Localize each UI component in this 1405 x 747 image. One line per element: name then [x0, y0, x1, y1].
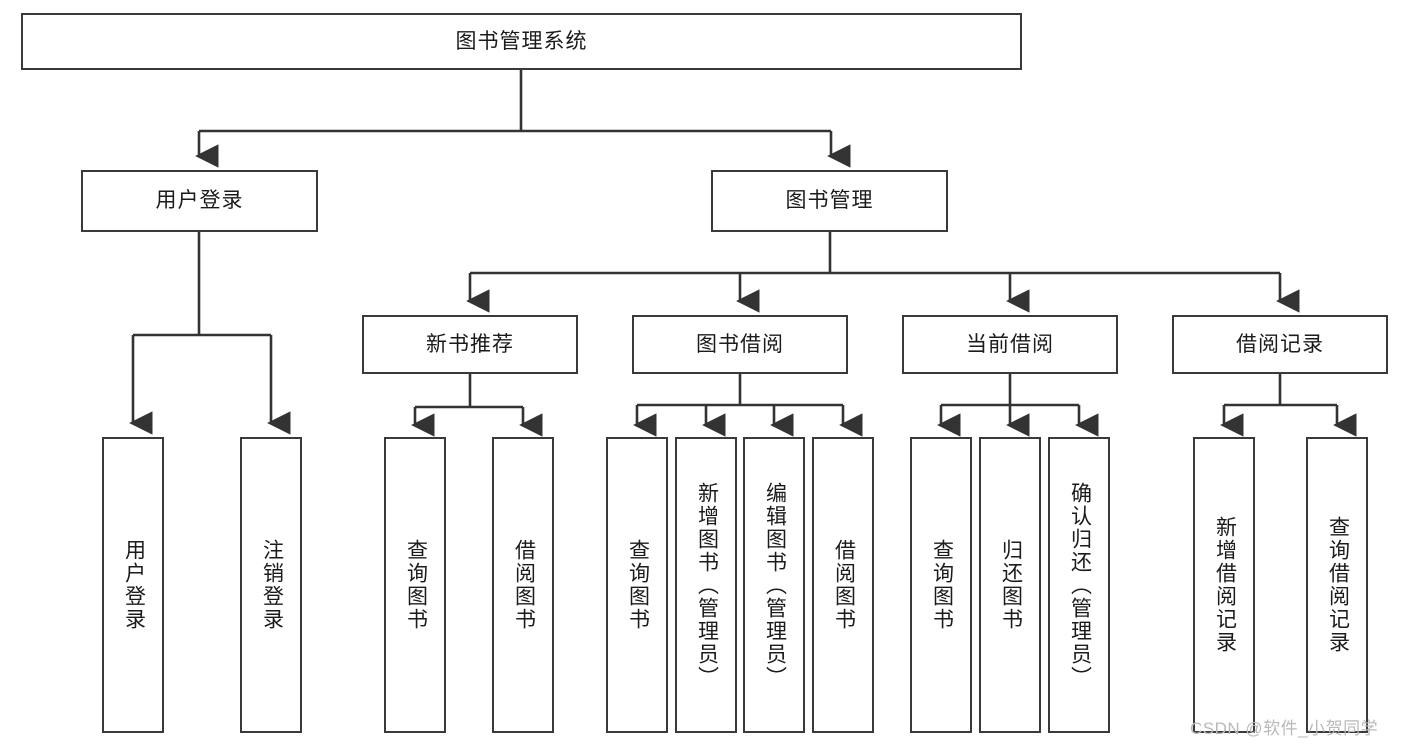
node-label: 新书推荐 [426, 332, 514, 356]
node-book-borrow[interactable]: 图书借阅 [632, 315, 848, 374]
node-label: 注销登录 [260, 539, 284, 631]
node-label: 查询图书 [626, 539, 650, 631]
leaf-current-borrow-query-book[interactable]: 查询图书 [910, 437, 972, 733]
node-current-borrow[interactable]: 当前借阅 [902, 315, 1118, 374]
node-label: 图书管理 [785, 189, 874, 213]
leaf-current-borrow-confirm-return-admin[interactable]: 确认归还（管理员） [1048, 437, 1110, 733]
node-root-system[interactable]: 图书管理系统 [21, 13, 1022, 70]
csdn-watermark: CSDN @软件_小贺同学 [1190, 719, 1379, 738]
node-label: 借阅图书 [512, 539, 536, 631]
leaf-new-book-query-book[interactable]: 查询图书 [384, 437, 446, 733]
node-label: 借阅图书 [832, 539, 856, 631]
node-label: 新增借阅记录 [1213, 516, 1237, 654]
node-new-book-recommend[interactable]: 新书推荐 [362, 315, 578, 374]
node-book-management[interactable]: 图书管理 [711, 170, 948, 232]
node-label: 确认归还（管理员） [1068, 481, 1092, 689]
node-label: 用户登录 [122, 539, 146, 631]
leaf-new-book-borrow-book[interactable]: 借阅图书 [492, 437, 554, 733]
leaf-current-borrow-return-book[interactable]: 归还图书 [979, 437, 1041, 733]
node-label: 用户登录 [155, 189, 244, 213]
node-label: 图书借阅 [696, 332, 784, 356]
node-label: 图书管理系统 [455, 29, 588, 53]
node-label: 查询借阅记录 [1326, 516, 1350, 654]
node-label: 查询图书 [930, 539, 954, 631]
leaf-borrow-record-query-record[interactable]: 查询借阅记录 [1306, 437, 1368, 733]
node-borrow-record[interactable]: 借阅记录 [1172, 315, 1388, 374]
leaf-user-login-logout[interactable]: 注销登录 [240, 437, 302, 733]
node-label: 借阅记录 [1236, 332, 1324, 356]
node-label: 新增图书（管理员） [695, 481, 719, 689]
node-label: 当前借阅 [966, 332, 1054, 356]
node-label: 查询图书 [404, 539, 428, 631]
leaf-user-login-login[interactable]: 用户登录 [102, 437, 164, 733]
leaf-borrow-record-add-record[interactable]: 新增借阅记录 [1193, 437, 1255, 733]
node-user-login[interactable]: 用户登录 [81, 170, 318, 232]
leaf-book-borrow-borrow-book[interactable]: 借阅图书 [812, 437, 874, 733]
leaf-book-borrow-edit-book-admin[interactable]: 编辑图书（管理员） [743, 437, 805, 733]
leaf-book-borrow-query-book[interactable]: 查询图书 [606, 437, 668, 733]
leaf-book-borrow-add-book-admin[interactable]: 新增图书（管理员） [675, 437, 737, 733]
node-label: 编辑图书（管理员） [763, 481, 787, 689]
node-label: 归还图书 [999, 539, 1023, 631]
